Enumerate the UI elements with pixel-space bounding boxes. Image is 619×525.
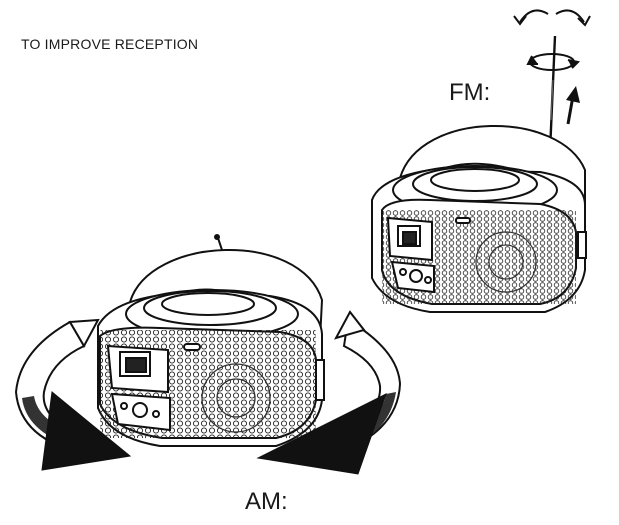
fm-label: FM: xyxy=(449,79,491,106)
up-arrow-icon xyxy=(566,86,580,125)
rotate-arrows-icon xyxy=(513,9,591,27)
am-label: AM: xyxy=(245,488,288,515)
rotate-unit-arrows-icon xyxy=(14,310,402,475)
boombox-fm xyxy=(371,35,587,313)
boombox-am xyxy=(97,234,325,447)
swivel-arrow-icon xyxy=(526,53,581,71)
page-heading: TO IMPROVE RECEPTION xyxy=(21,36,199,52)
